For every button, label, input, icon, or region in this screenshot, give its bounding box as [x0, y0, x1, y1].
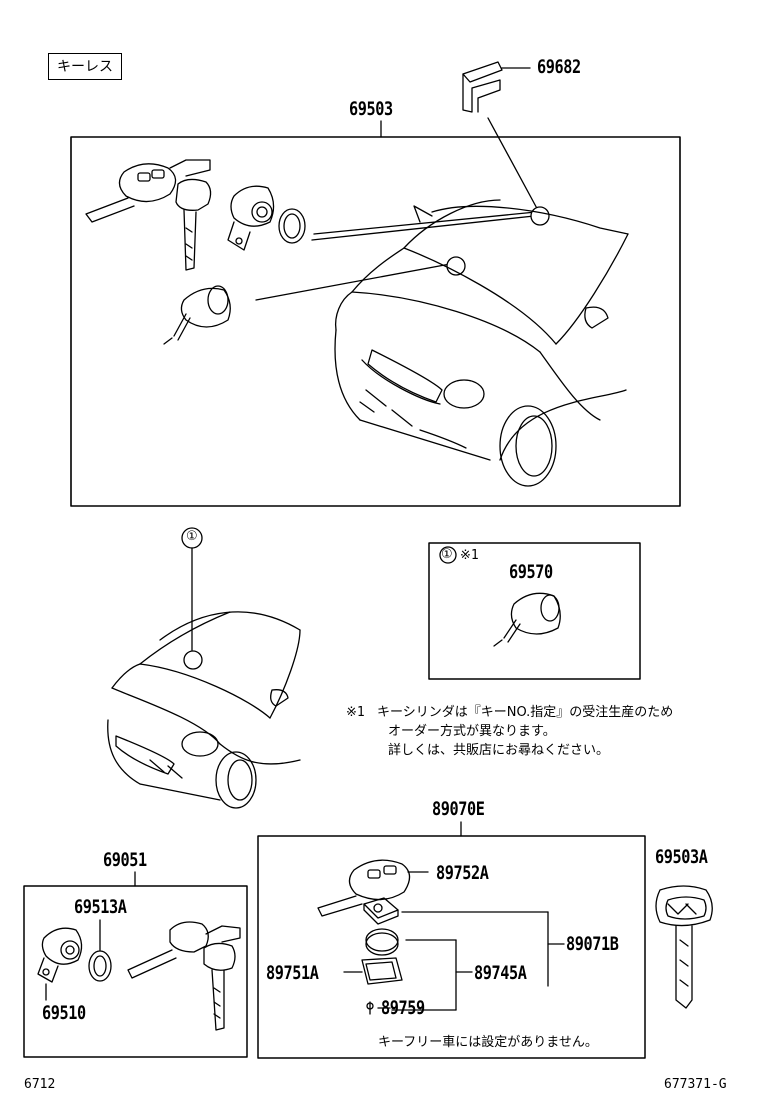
car-small-drawing	[107, 611, 301, 809]
callout-ref: ※1	[460, 548, 479, 563]
part-89745A-label[interactable]: 89745A	[474, 962, 527, 984]
part-69510-label[interactable]: 69510	[42, 1002, 86, 1024]
part-89759-label[interactable]: 89759	[381, 997, 425, 1019]
part-89752A-label[interactable]: 89752A	[436, 862, 489, 884]
door-cylinder-drawing	[227, 185, 306, 251]
frame-69503	[70, 136, 681, 507]
frame-89070E	[257, 835, 646, 1059]
note-1-line-1: キーシリンダは『キーNO.指定』の受注生産のため	[377, 705, 674, 720]
part-69503-label[interactable]: 69503	[349, 98, 393, 120]
part-69051-label[interactable]: 69051	[103, 849, 147, 871]
footer-right-code: 677371-G	[664, 1077, 727, 1092]
key-fob-drawing	[85, 159, 211, 223]
transmitter-89071B-drawing	[363, 897, 399, 925]
footer-left-code: 6712	[24, 1077, 56, 1092]
note-keyfree: キーフリー車には設定がありません。	[378, 1035, 598, 1050]
screw-89759-drawing	[366, 1001, 374, 1015]
key-fob-89752A-drawing	[317, 859, 429, 917]
key-cylinder-69570-drawing	[493, 592, 561, 647]
callout-marker: ①	[186, 529, 198, 544]
callout-marker-box: ①	[441, 547, 453, 562]
master-key-drawing	[175, 178, 212, 271]
frame-69570	[428, 542, 641, 680]
part-69682-label[interactable]: 69682	[537, 56, 581, 78]
keyless-tag: キーレス	[48, 53, 122, 80]
clip-69682-drawing	[462, 61, 541, 215]
keys-69051-drawing	[127, 921, 241, 1031]
part-89071B-label[interactable]: 89071B	[566, 933, 619, 955]
note-1-line-3: 詳しくは、共販店にお尋ねください。	[388, 743, 610, 758]
part-69570-label[interactable]: 69570	[509, 561, 553, 583]
car-top-drawing	[334, 199, 629, 487]
part-69513A-label[interactable]: 69513A	[74, 896, 127, 918]
part-89070E-label[interactable]: 89070E	[432, 798, 485, 820]
cylinder-69510-drawing	[37, 919, 112, 1001]
part-69503A-label[interactable]: 69503A	[655, 846, 708, 868]
key-69503A-drawing	[655, 885, 713, 1009]
part-89751A-label[interactable]: 89751A	[266, 962, 319, 984]
battery-89745A-drawing	[365, 928, 399, 956]
note-1-mark: ※1	[346, 705, 365, 720]
note-1-line-2: オーダー方式が異なります。	[388, 724, 556, 739]
ignition-cylinder-drawing	[163, 285, 231, 345]
cover-89751A-drawing	[361, 957, 403, 985]
frame-69051	[23, 885, 248, 1058]
